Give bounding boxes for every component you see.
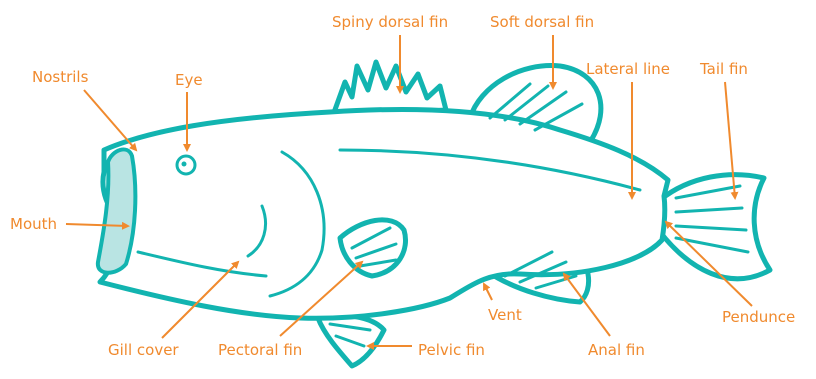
- label-lateral-line: Lateral line: [586, 60, 670, 78]
- label-gill-cover: Gill cover: [108, 341, 179, 359]
- largemouth-bass-icon: [98, 62, 770, 366]
- label-anal-fin: Anal fin: [588, 341, 645, 359]
- label-tail-fin: Tail fin: [699, 60, 748, 78]
- arrow-icon: [484, 284, 492, 300]
- arrow-icon: [84, 90, 136, 150]
- label-eye: Eye: [175, 71, 203, 89]
- label-spiny-dorsal-fin: Spiny dorsal fin: [332, 13, 448, 31]
- label-nostrils: Nostrils: [32, 68, 89, 86]
- label-vent: Vent: [488, 306, 522, 324]
- label-soft-dorsal-fin: Soft dorsal fin: [490, 13, 594, 31]
- label-pelvic-fin: Pelvic fin: [418, 341, 485, 359]
- label-pectoral-fin: Pectoral fin: [218, 341, 302, 359]
- label-mouth: Mouth: [10, 215, 57, 233]
- label-pendunce: Pendunce: [722, 308, 795, 326]
- eye-pupil: [182, 162, 187, 167]
